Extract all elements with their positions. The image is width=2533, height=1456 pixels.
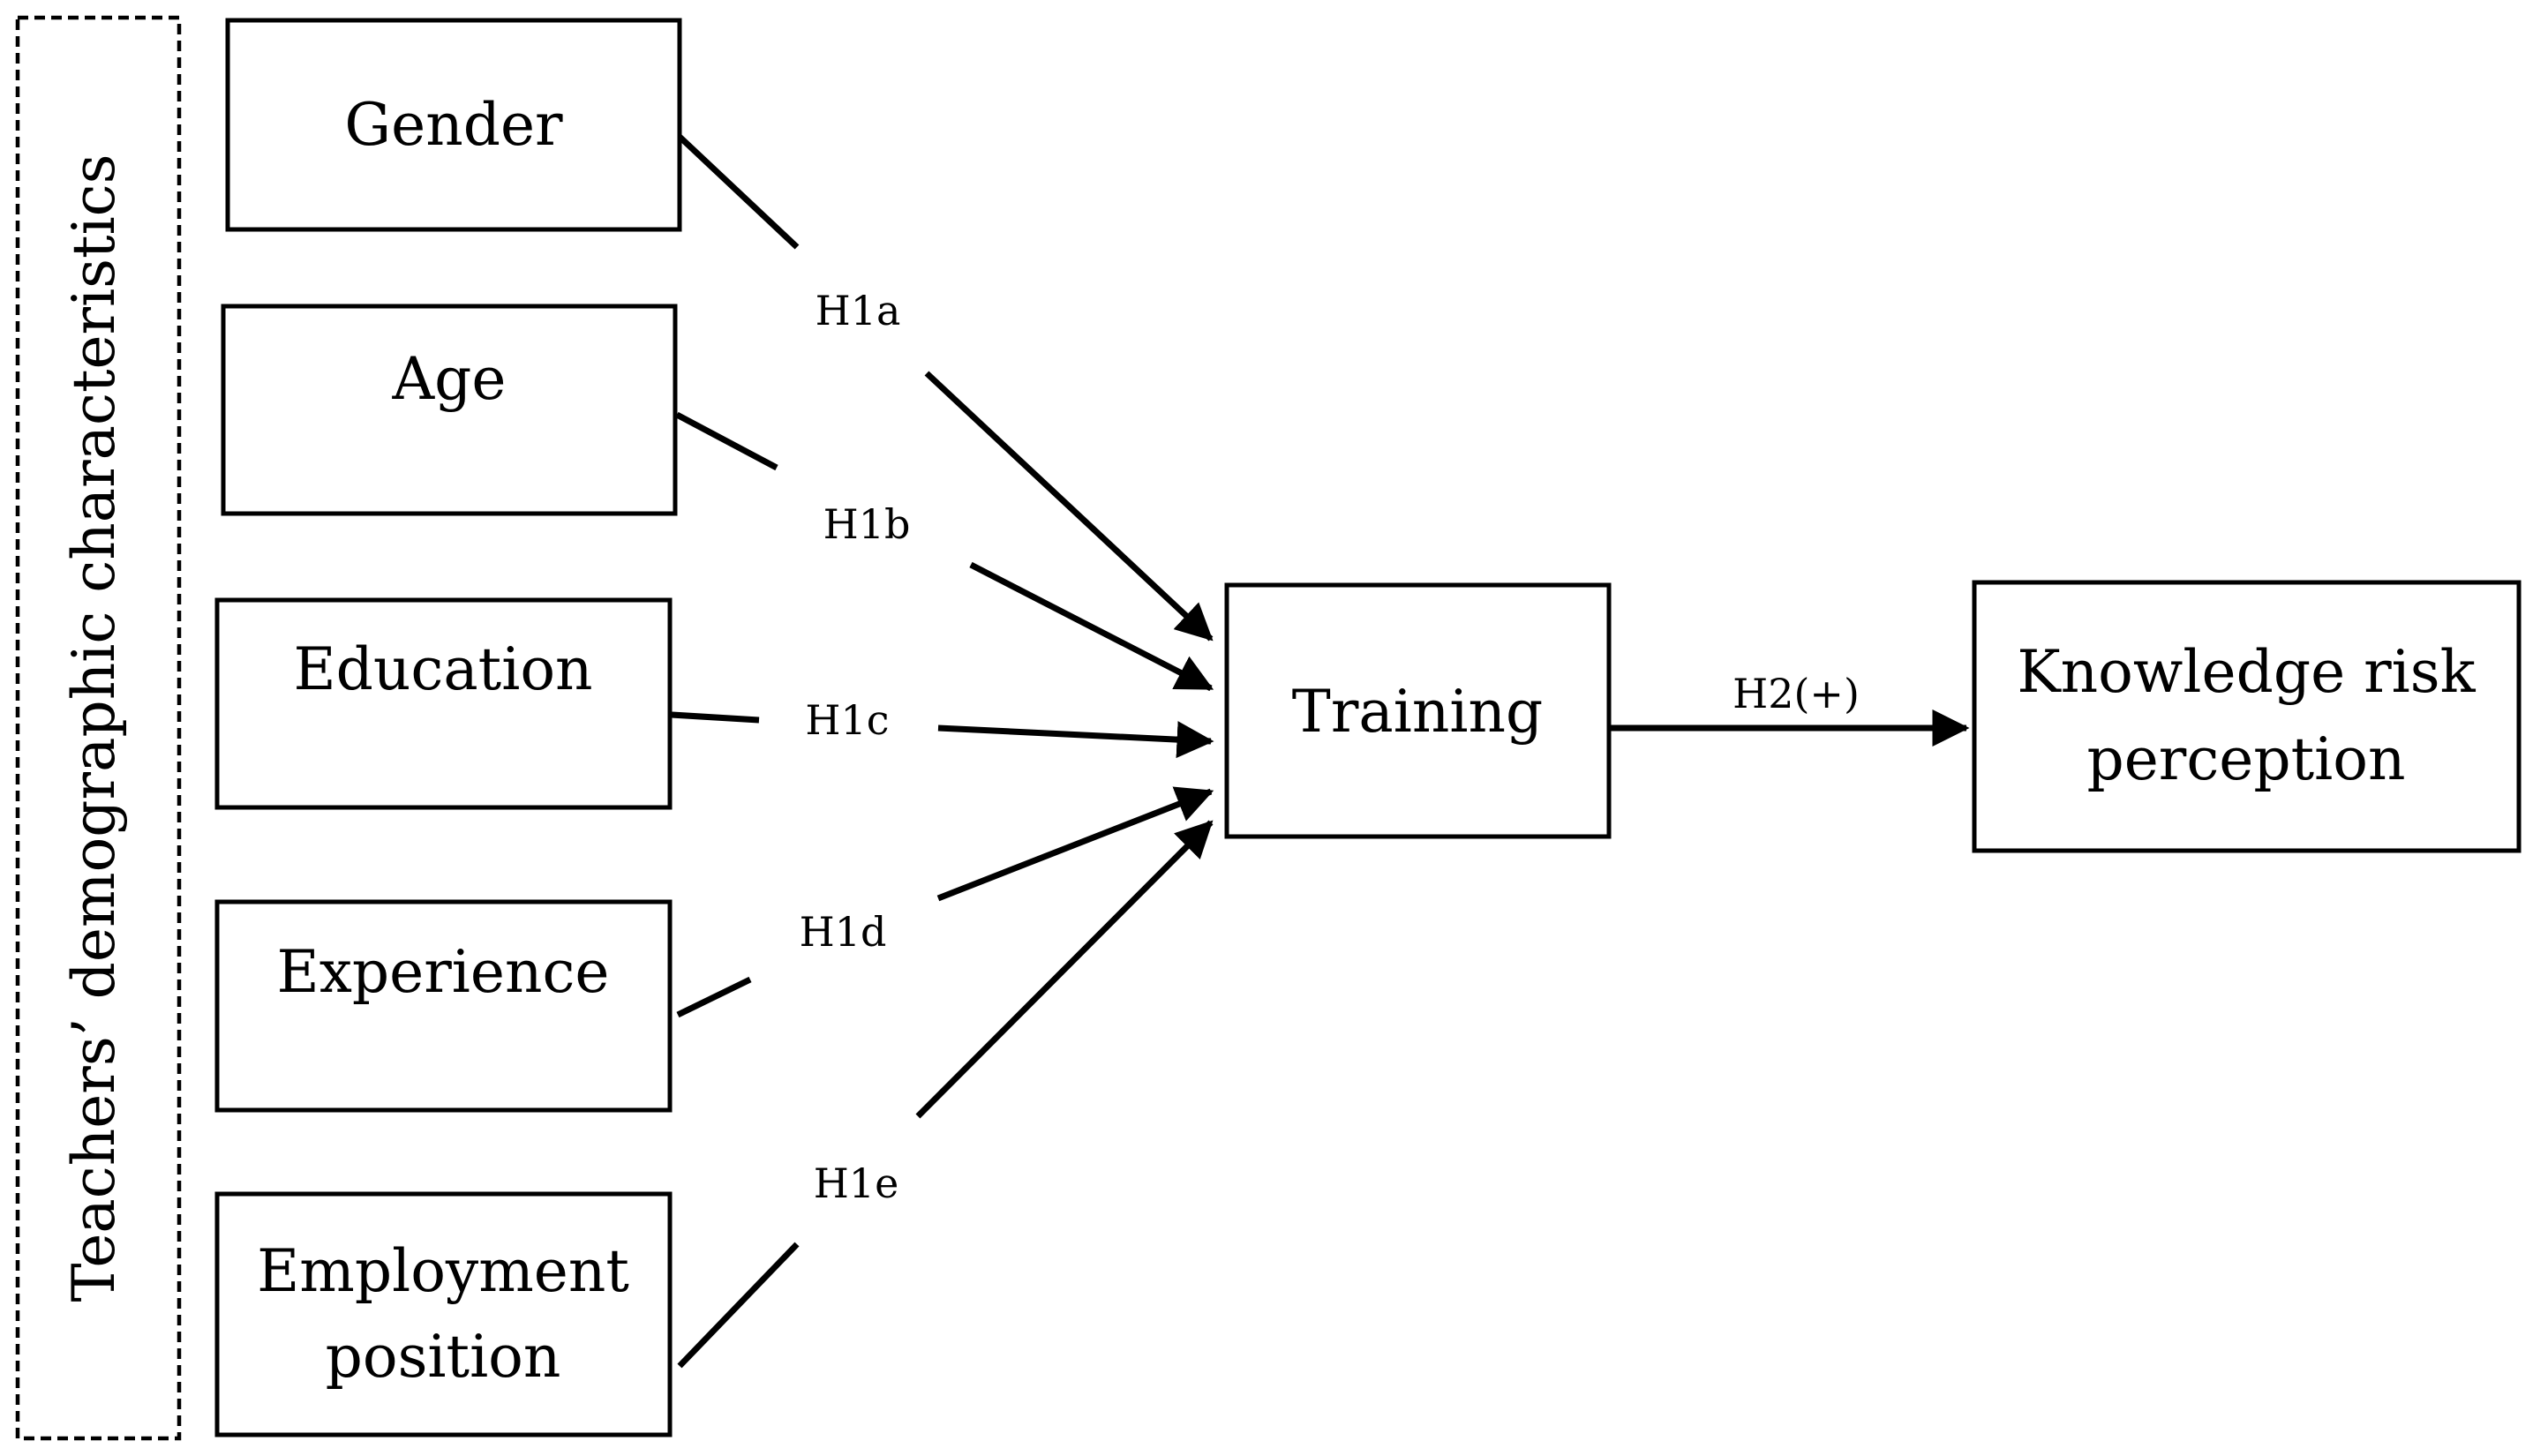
experience-label: Experience	[277, 938, 610, 1006]
edge-h1d-arrow	[936, 786, 1214, 902]
edge-h1e-segment-start	[677, 1242, 800, 1369]
edge-h1b-segment-start	[675, 411, 778, 471]
training-label: Training	[1292, 678, 1543, 746]
age-box	[221, 304, 678, 516]
age-label: Age	[392, 345, 507, 413]
edge-h1a-segment-start	[677, 134, 800, 250]
knowledge-risk-perception-label-line1: Knowledge risk	[2017, 638, 2476, 706]
employment-position-label-line2: position	[326, 1323, 561, 1391]
demographic-characteristics-group: Teachers’ demographic characteristics	[15, 15, 182, 1441]
node-gender: Gender	[225, 18, 682, 232]
edge-h1a-label: H1a	[816, 287, 901, 334]
education-label: Education	[293, 635, 592, 703]
edge-h1d: H1d	[676, 786, 1214, 1018]
edge-h1b: H1b	[675, 411, 1214, 692]
demographic-group-label: Teachers’ demographic characteristics	[60, 154, 128, 1302]
edge-h1b-label: H1b	[823, 500, 911, 548]
edge-h1c-arrow	[937, 721, 1214, 759]
edge-h1e-label: H1e	[814, 1160, 899, 1207]
edge-h2-label: H2(+)	[1733, 670, 1860, 717]
node-knowledge-risk-perception: Knowledge risk perception	[1972, 580, 2522, 853]
edge-h1b-arrow	[969, 561, 1214, 692]
experience-box	[214, 899, 673, 1113]
node-training: Training	[1224, 582, 1612, 839]
edge-h1c-segment-start	[671, 711, 760, 724]
edge-h1e-arrow	[915, 820, 1214, 1119]
gender-label: Gender	[344, 91, 563, 159]
edge-h1a: H1a	[677, 134, 1214, 642]
gender-box	[225, 18, 682, 232]
education-box	[214, 597, 673, 810]
edge-h1c-label: H1c	[805, 696, 889, 744]
node-age: Age	[221, 304, 678, 516]
employment-position-label-line1: Employment	[257, 1237, 629, 1305]
edge-h1e: H1e	[677, 820, 1214, 1369]
knowledge-risk-perception-label-line2: perception	[2086, 725, 2405, 793]
node-education: Education	[214, 597, 673, 810]
knowledge-risk-perception-box	[1972, 580, 2522, 853]
edge-h1a-arrow	[924, 371, 1214, 642]
employment-position-box	[214, 1191, 673, 1437]
training-box	[1224, 582, 1612, 839]
edge-h2: H2(+)	[1609, 670, 1970, 747]
node-experience: Experience	[214, 899, 673, 1113]
edge-h1c: H1c	[671, 696, 1214, 759]
demographic-group-border	[15, 15, 182, 1441]
edge-h1d-label: H1d	[800, 908, 887, 956]
edge-h1d-segment-start	[676, 976, 752, 1018]
node-employment-position: Employment position	[214, 1191, 673, 1437]
